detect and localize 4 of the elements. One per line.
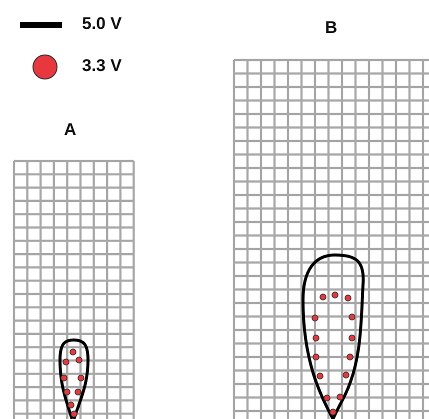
legend-label: 5.0 V	[82, 14, 122, 34]
panel-label: A	[64, 120, 76, 140]
legend-label: 3.3 V	[82, 56, 122, 76]
panel-label: B	[325, 18, 338, 38]
